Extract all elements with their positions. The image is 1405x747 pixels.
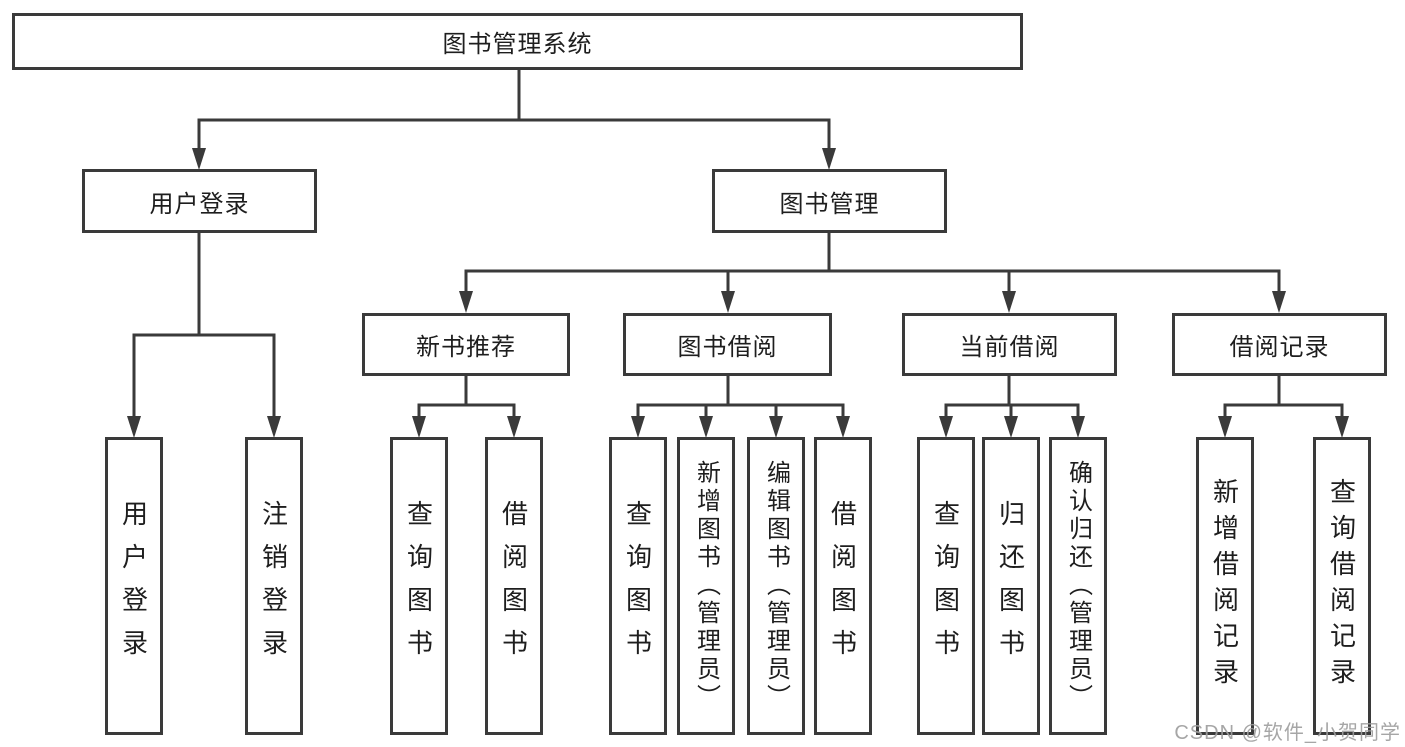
leaf-return-books: 归还图书 <box>982 437 1040 735</box>
connector-book-mgmt-branch <box>459 233 1286 313</box>
connector-root-to-level1 <box>192 70 836 170</box>
node-current-borrowing: 当前借阅 <box>902 313 1117 376</box>
connector-new-book-branch <box>412 376 521 438</box>
leaf-query-books-recommend: 查询图书 <box>390 437 448 735</box>
leaf-logout: 注销登录 <box>245 437 303 735</box>
leaf-query-borrow-record: 查询借阅记录 <box>1313 437 1371 735</box>
connector-book-borrow-branch <box>631 376 850 438</box>
leaf-add-books-admin: 新增图书（管理员） <box>677 437 735 735</box>
leaf-query-books-borrow: 查询图书 <box>609 437 667 735</box>
leaf-borrow-books-recommend: 借阅图书 <box>485 437 543 735</box>
leaf-confirm-return-admin: 确认归还（管理员） <box>1049 437 1107 735</box>
node-book-management: 图书管理 <box>712 169 947 233</box>
csdn-watermark: CSDN @软件_小贺同学 <box>1174 722 1401 744</box>
leaf-query-books-current: 查询图书 <box>917 437 975 735</box>
connector-user-login-branch <box>127 233 281 438</box>
connector-current-borrow-branch <box>939 376 1085 438</box>
leaf-edit-books-admin: 编辑图书（管理员） <box>747 437 805 735</box>
leaf-user-login: 用户登录 <box>105 437 163 735</box>
node-system-root: 图书管理系统 <box>12 13 1023 70</box>
connector-borrow-records-branch <box>1218 376 1349 438</box>
node-book-borrowing: 图书借阅 <box>623 313 832 376</box>
node-user-login: 用户登录 <box>82 169 317 233</box>
leaf-borrow-books: 借阅图书 <box>814 437 872 735</box>
leaf-add-borrow-record: 新增借阅记录 <box>1196 437 1254 735</box>
node-borrowing-records: 借阅记录 <box>1172 313 1387 376</box>
node-new-book-recommend: 新书推荐 <box>362 313 570 376</box>
